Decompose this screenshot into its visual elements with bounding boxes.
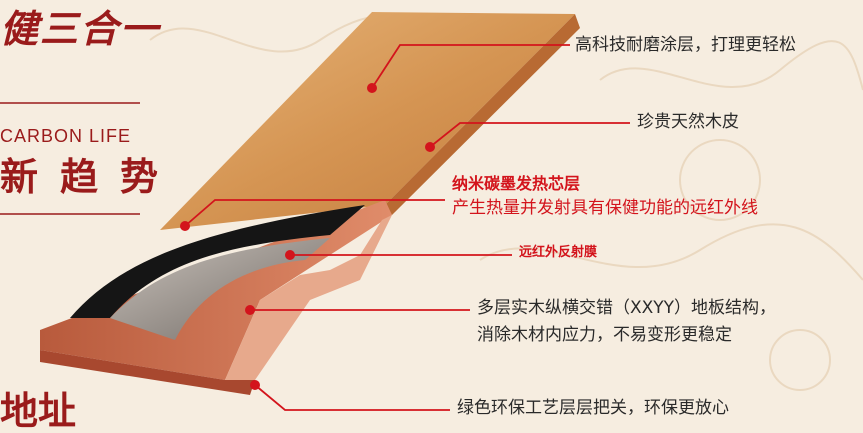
flooring-illustration [0,12,863,411]
address-heading: 地址 [0,389,77,433]
coating-label: 高科技耐磨涂层，打理更轻松 [575,35,796,55]
leader-dots [180,83,435,390]
heating-core-title: 纳米碳墨发热芯层 [452,174,581,193]
carbon-core-layer [70,205,365,318]
reflective-film-layer [110,238,330,340]
left-heading: 健三合一 [0,7,161,51]
veneer-label: 珍贵天然木皮 [637,112,739,132]
structure-label-line2: 消除木材内应力，不易变形更稳定 [477,325,732,345]
leader-lines [184,44,630,411]
wood-plank-top [160,12,580,230]
structure-label-line1: 多层实木纵横交错（XXYY）地板结构， [477,298,777,318]
trend-heading: 新趋势 [0,155,181,199]
reflective-film-label: 远红外反射膜 [519,245,598,260]
heating-core-desc: 产生热量并发射具有保健功能的远红外线 [452,198,758,218]
eco-label: 绿色环保工艺层层把关，环保更放心 [457,398,729,418]
carbon-life-text: CARBON LIFE [0,126,132,146]
